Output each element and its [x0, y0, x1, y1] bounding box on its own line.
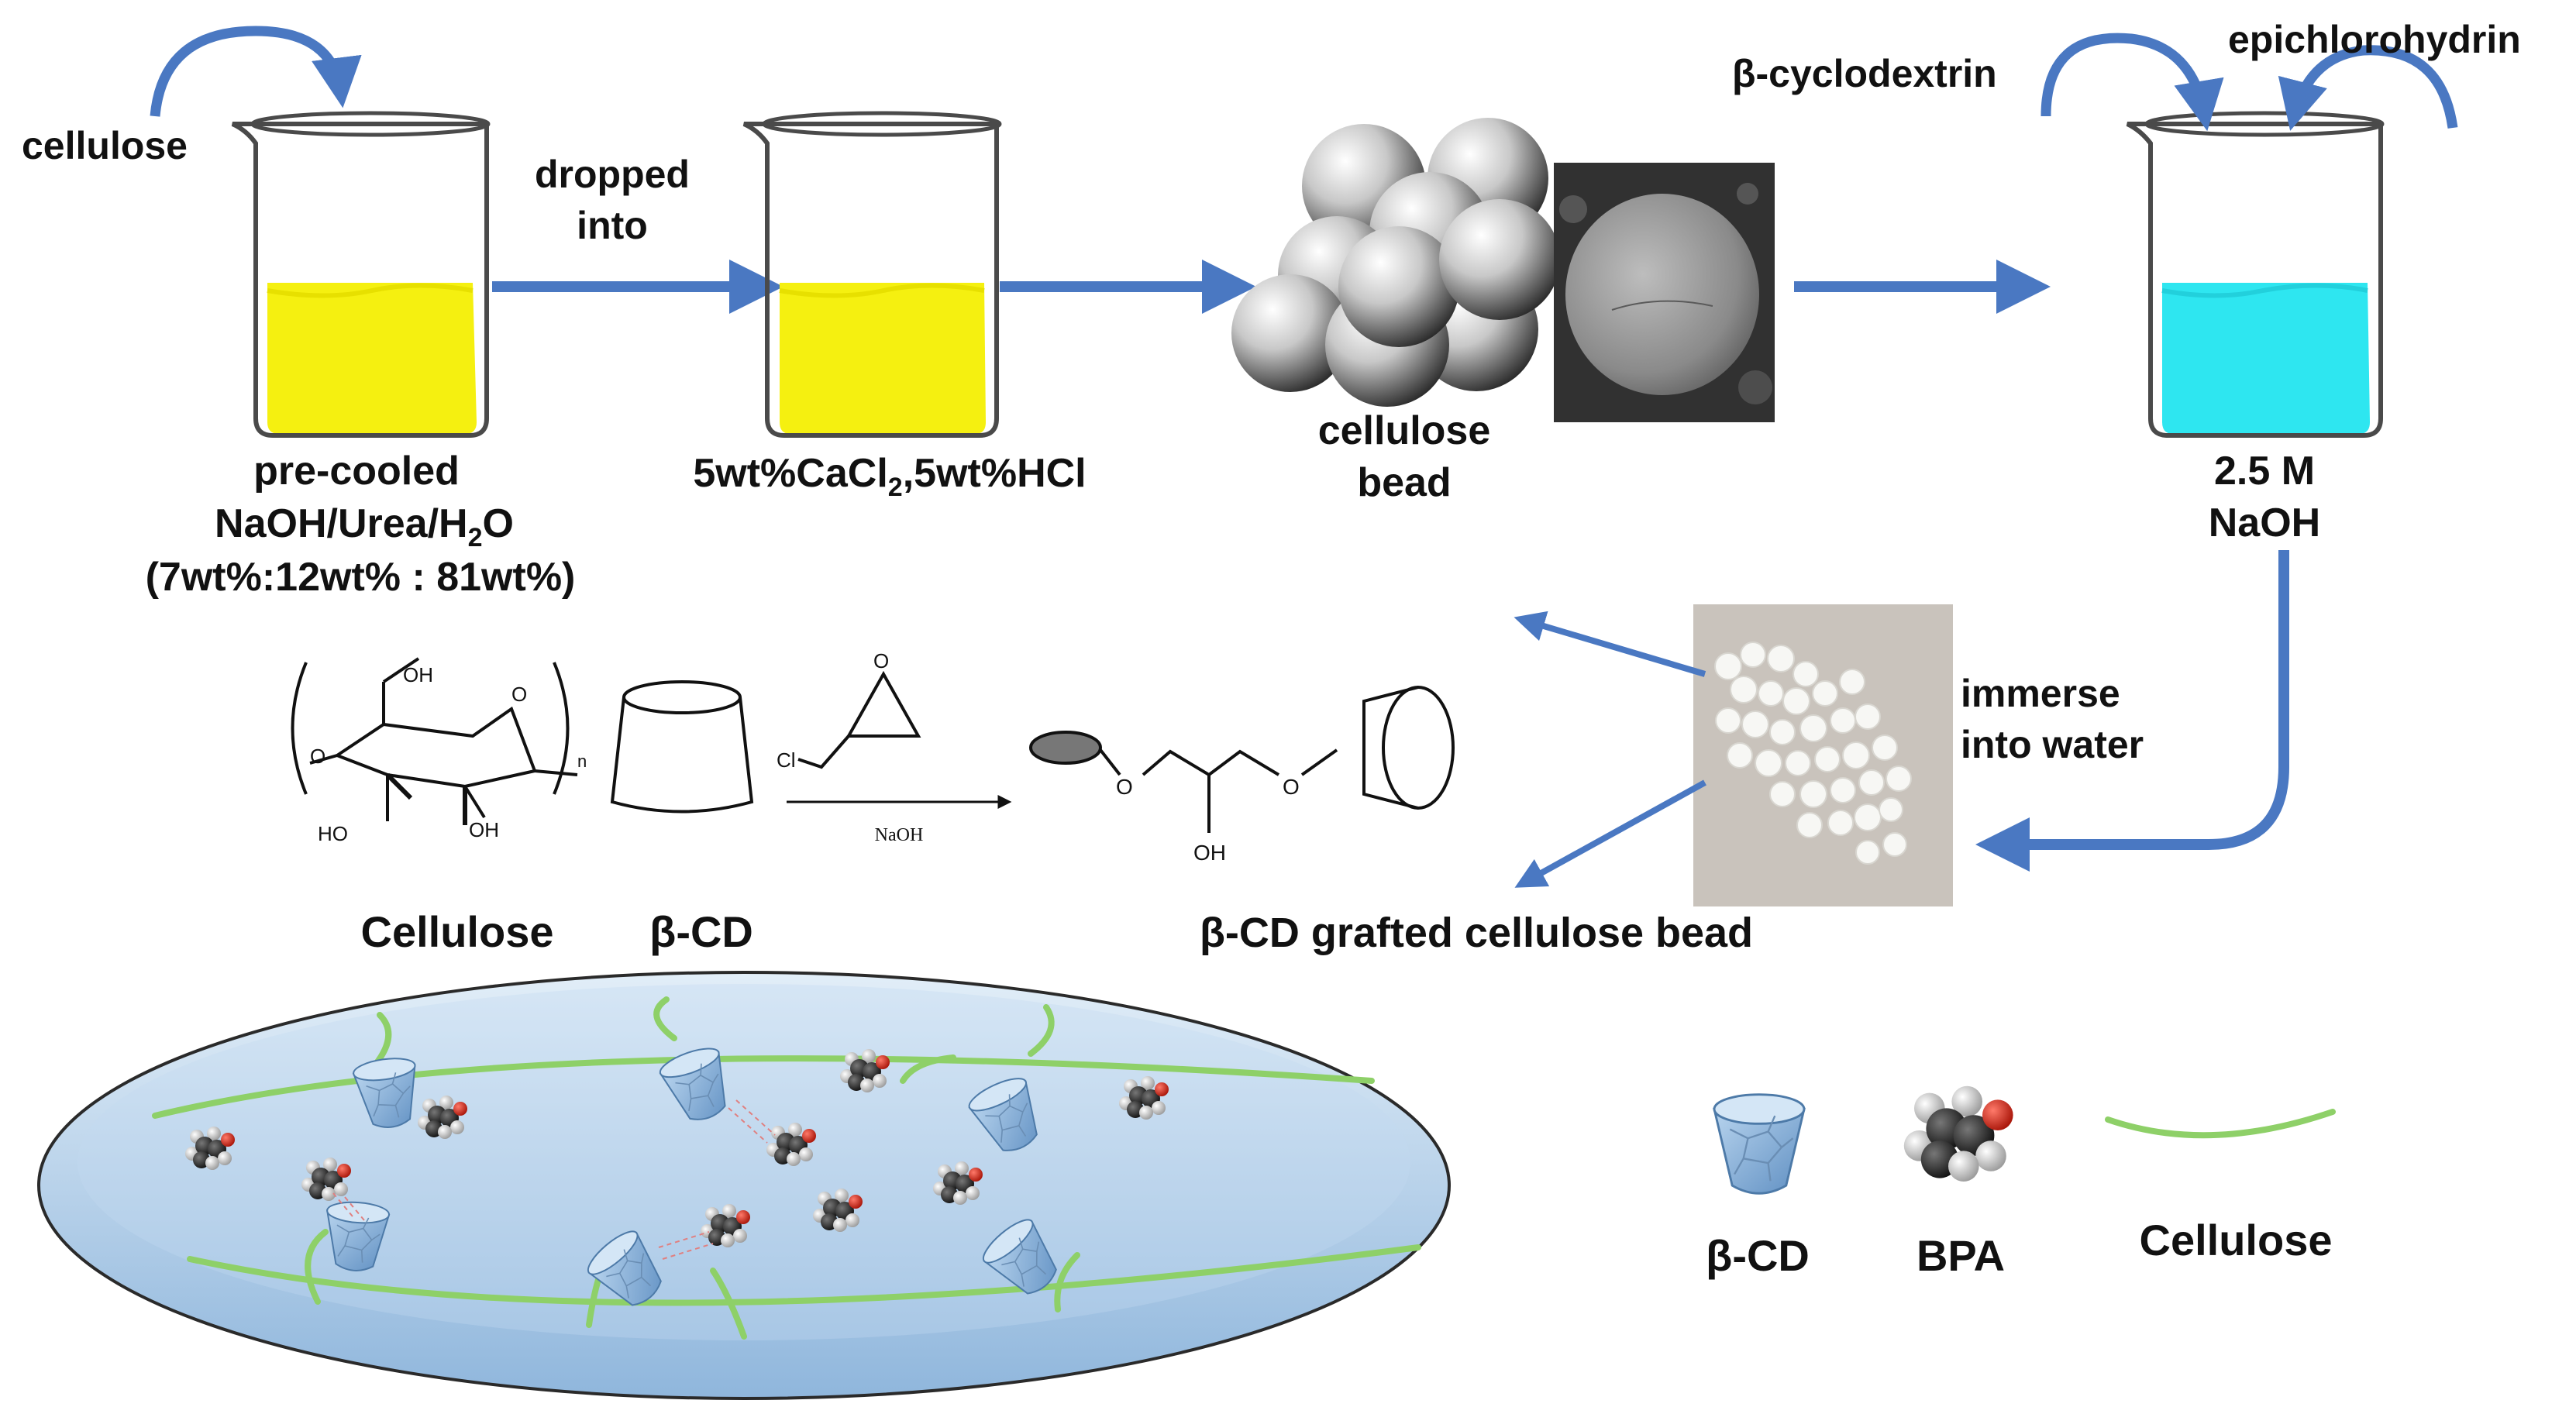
bead-label-line1: cellulose — [1318, 408, 1491, 453]
solvent-label-line2: NaOH/Urea/H2O — [215, 501, 514, 552]
naoh-label-line1: 2.5 M — [2214, 449, 2315, 494]
epi-cl: Cl — [777, 748, 796, 772]
legend-cellulose-icon — [2105, 1109, 2336, 1139]
bcd-name: β-CD — [649, 907, 753, 956]
beaker-solvent-glass — [231, 122, 489, 438]
cd-input-arrow — [2040, 33, 2224, 132]
cellulose-oh-top: OH — [403, 663, 433, 686]
product-o2: O — [1283, 775, 1300, 799]
beaker-naoh-glass — [2126, 122, 2383, 438]
beaker-naoh-liquid — [2162, 283, 2370, 434]
naoh-label-line2: NaOH — [2209, 501, 2320, 545]
legend-bcd-label: β-CD — [1706, 1231, 1810, 1280]
dropped-label-line2: into — [577, 204, 648, 247]
cellulose-input-arrow — [150, 26, 362, 117]
bcd-outline — [610, 680, 754, 814]
cellulose-input-label: cellulose — [22, 124, 188, 167]
dropped-label-line1: dropped — [535, 153, 690, 196]
legend: β-CD BPA Cellulose — [1706, 1085, 2336, 1280]
solvent-label-line1: pre-cooled — [253, 449, 460, 494]
cd-reagent-label: β-cyclodextrin — [1732, 52, 1997, 95]
arrow-to-immersion — [1975, 550, 2289, 872]
cellulose-chain-n: n — [577, 752, 587, 771]
reaction-condition: NaOH — [875, 825, 924, 845]
legend-bpa-icon — [1903, 1085, 2013, 1182]
legend-bpa-label: BPA — [1917, 1231, 2005, 1280]
arrow-to-scheme-lower — [1514, 779, 1706, 888]
bath-label: 5wt%CaCl2,5wt%HCl — [693, 451, 1086, 502]
cellulose-oh-left: HO — [318, 822, 348, 845]
cellulose-o-left: O — [310, 745, 325, 768]
epichlorohydrin-structure — [797, 670, 921, 769]
beaker-solvent — [231, 111, 491, 438]
cellulose-structure — [291, 657, 578, 825]
sem-micrograph — [1554, 163, 1775, 422]
beaker-bath — [742, 111, 1002, 438]
bead-label-line2: bead — [1357, 460, 1451, 505]
solvent-label-line3: (7wt%:12wt% : 81wt%) — [146, 555, 576, 600]
beaker-naoh — [2126, 111, 2385, 438]
product-oh: OH — [1193, 841, 1226, 865]
grafted-bead-label: β-CD grafted cellulose bead — [1200, 910, 1753, 956]
epi-reagent-label: epichlorohydrin — [2228, 18, 2521, 61]
legend-bcd-icon — [1713, 1093, 1806, 1195]
cellulose-bead-cluster — [1231, 118, 1560, 407]
grafted-bead-photo — [1693, 604, 1953, 906]
beaker-bath-liquid — [780, 283, 986, 434]
epi-input-arrow — [2278, 45, 2458, 131]
adsorption-disc — [37, 971, 1451, 1400]
cellulose-name: Cellulose — [361, 907, 554, 956]
immerse-label-line1: immerse — [1961, 672, 2120, 715]
cellulose-oh-bottom: OH — [469, 818, 499, 841]
beaker-solvent-liquid — [267, 283, 477, 434]
product-o1: O — [1116, 775, 1133, 799]
arrow-to-scheme-upper — [1514, 611, 1706, 677]
epoxide-o: O — [873, 649, 889, 673]
product-structure — [1029, 686, 1455, 833]
cellulose-ring-o: O — [511, 683, 527, 706]
immerse-label-line2: into water — [1961, 723, 2144, 766]
beaker-bath-glass — [742, 122, 999, 438]
legend-cellulose-label: Cellulose — [2140, 1216, 2333, 1264]
